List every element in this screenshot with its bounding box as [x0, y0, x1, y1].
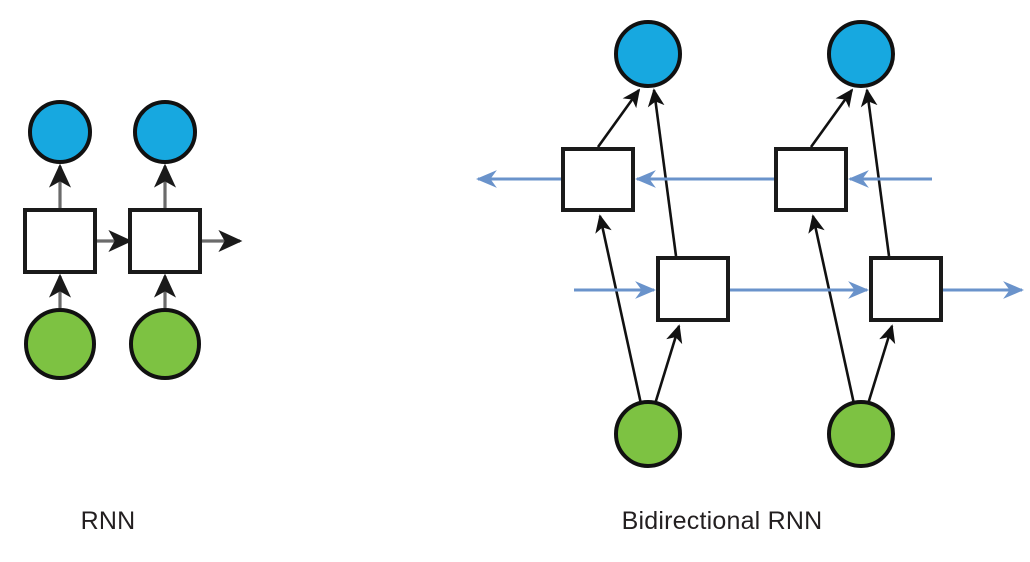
brnn-forward-cells: [656, 256, 943, 322]
backward1-to-output1: [596, 88, 641, 148]
hidden-cell-1: [23, 208, 97, 274]
panel-caption-bidirectional-rnn: Bidirectional RNN: [622, 507, 823, 535]
panel-caption-rnn: RNN: [81, 507, 136, 535]
input-node-2: [129, 308, 201, 380]
hidden-cell-2: [128, 208, 202, 274]
input1-to-forward1: [653, 324, 683, 405]
rnn-connections: [48, 163, 243, 308]
rnn-output-nodes: [28, 100, 197, 164]
input2-to-backward2: [808, 214, 856, 405]
panel-rnn: RNN: [23, 100, 243, 535]
backward2-to-output2: [809, 88, 854, 148]
rnn-hidden-cells: [23, 208, 202, 274]
input-node-2: [827, 400, 895, 468]
output-node-1: [614, 20, 682, 88]
brnn-feedforward-arrows: [595, 88, 896, 405]
input2-to-forward2: [866, 324, 896, 405]
output-node-1: [28, 100, 92, 164]
output-node-2: [827, 20, 895, 88]
panel-bidirectional-rnn: Bidirectional RNN: [475, 20, 1025, 535]
input-node-1: [614, 400, 682, 468]
forward-cell-1: [656, 256, 730, 322]
forward2-to-output2: [860, 88, 891, 257]
brnn-backward-cells: [561, 147, 848, 212]
forward-cell-2: [869, 256, 943, 322]
backward-cell-1: [561, 147, 635, 212]
input1-to-backward1: [595, 214, 643, 405]
forward1-to-output1: [647, 88, 678, 257]
brnn-output-nodes: [614, 20, 895, 88]
brnn-input-nodes: [614, 400, 895, 468]
backward-cell-2: [774, 147, 848, 212]
output-node-2: [133, 100, 197, 164]
input-node-1: [24, 308, 96, 380]
rnn-input-nodes: [24, 308, 201, 380]
